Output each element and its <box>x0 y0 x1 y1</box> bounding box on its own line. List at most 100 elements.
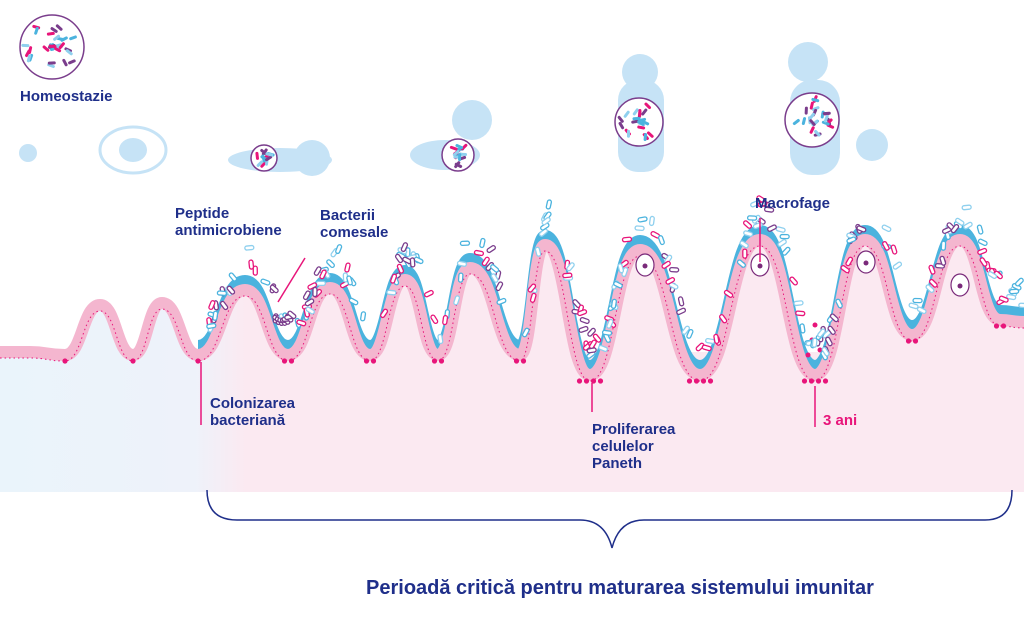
bacterium <box>881 224 892 233</box>
paneth-cell <box>812 322 818 328</box>
bacterium <box>319 269 327 280</box>
bacterium <box>719 314 728 324</box>
bacterium <box>598 344 609 353</box>
bacterium <box>315 280 327 287</box>
bacterium <box>940 240 947 251</box>
bacterium <box>490 273 499 283</box>
bacterium <box>763 206 775 213</box>
microbe <box>265 152 274 157</box>
bacterium <box>890 244 898 255</box>
bacterium <box>928 264 936 275</box>
microbe <box>641 108 648 116</box>
bacterium <box>987 271 998 280</box>
bacterium <box>723 289 734 298</box>
egg-cell-icon <box>19 144 37 162</box>
bacterium <box>634 225 645 232</box>
microbe <box>58 42 65 50</box>
bacterium <box>566 262 575 272</box>
microbe <box>53 46 62 53</box>
macrophage-nucleus <box>863 260 869 266</box>
bacterium <box>613 280 623 289</box>
paneth-cell <box>801 378 808 384</box>
microbe <box>261 154 266 163</box>
newborn-head <box>294 140 330 176</box>
bacterium <box>296 319 307 327</box>
bacterium <box>586 347 597 354</box>
bacterium <box>799 323 806 334</box>
label-age: 3 ani <box>823 412 858 429</box>
bacterium <box>610 298 617 309</box>
bacterium <box>312 286 318 298</box>
bacterium <box>669 266 680 273</box>
bacterium <box>777 239 787 248</box>
bacterium <box>775 226 786 233</box>
bacterium <box>437 333 444 345</box>
microbe <box>46 31 55 36</box>
paneth-cell <box>576 378 583 384</box>
microbe <box>822 111 831 116</box>
bacterium <box>795 310 806 317</box>
microbe <box>452 149 460 157</box>
bacterium <box>538 228 549 237</box>
paneth-cell <box>62 358 68 364</box>
paneth-cell <box>686 378 693 384</box>
microbe <box>53 34 61 41</box>
bacterium <box>665 276 676 285</box>
microbe <box>618 121 625 130</box>
microbe <box>809 126 815 134</box>
paneth-cell <box>805 352 811 358</box>
bacterium <box>779 233 790 240</box>
toddler-head <box>622 54 658 90</box>
growth-stage-figures <box>19 14 888 176</box>
bacterium <box>206 322 217 330</box>
bacterium <box>736 259 746 268</box>
bacterium <box>534 246 542 257</box>
bacterium <box>1018 302 1024 309</box>
bacterium <box>829 313 839 323</box>
bacterium <box>360 311 367 322</box>
microbe <box>26 54 32 63</box>
label-commensal-bacteria: Bacterii comesale <box>320 207 389 241</box>
bacterium <box>212 310 219 321</box>
bacterium <box>541 216 551 226</box>
paneth-cell <box>822 378 829 384</box>
fetus-body <box>119 138 147 162</box>
microbe <box>637 120 645 126</box>
bacterium <box>592 333 602 343</box>
bacterium <box>617 263 625 274</box>
microbe <box>808 112 815 120</box>
bacterium <box>998 295 1009 303</box>
bacterium <box>248 259 255 270</box>
microbe <box>65 49 73 56</box>
microbe <box>62 58 68 67</box>
bacterium <box>840 265 850 274</box>
child-head <box>788 42 828 82</box>
paneth-cell <box>815 378 822 384</box>
bacterium <box>912 297 923 304</box>
microbe <box>260 161 267 168</box>
paneth-cell <box>993 323 1000 329</box>
bacterium <box>473 249 485 257</box>
paneth-cell <box>912 338 919 344</box>
bacterium <box>226 285 236 295</box>
microbe <box>632 108 639 116</box>
paneth-cell <box>438 358 445 364</box>
microbe <box>47 61 56 65</box>
bacterium <box>979 257 988 267</box>
microbe <box>55 24 63 31</box>
bacterium <box>486 245 496 254</box>
bacterium <box>495 281 504 292</box>
bacterium <box>313 266 322 276</box>
bacterium <box>521 327 530 338</box>
bacterium <box>252 265 258 276</box>
bacterium <box>657 235 665 246</box>
microbe <box>811 97 820 103</box>
pointer-peptides <box>277 257 306 303</box>
label-macrophage: Macrofage <box>755 195 831 212</box>
label-antimicrobial-peptides: Peptide antimicrobiene <box>175 205 282 239</box>
paneth-cell <box>808 378 815 384</box>
macrophage-nucleus <box>757 263 763 269</box>
basement-membrane <box>0 245 1024 382</box>
bacterium <box>326 259 335 269</box>
